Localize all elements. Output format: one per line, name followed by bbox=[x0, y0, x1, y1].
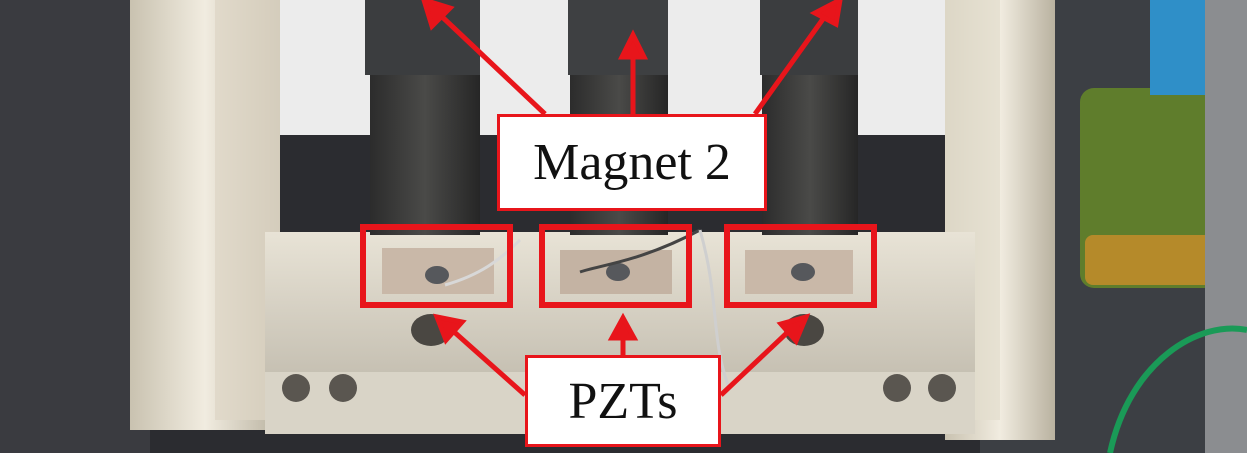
solder-left bbox=[425, 266, 449, 284]
screw-hole-4 bbox=[928, 374, 956, 402]
wire-left bbox=[444, 238, 522, 287]
arrowhead-magnet-middle bbox=[617, 29, 649, 60]
arrow-magnet-left bbox=[435, 10, 547, 116]
background-left bbox=[0, 0, 150, 453]
solder-right bbox=[791, 263, 815, 281]
solder-middle bbox=[606, 263, 630, 281]
magnet-middle bbox=[568, 0, 668, 75]
magnet-arrows bbox=[421, 0, 843, 116]
arrowhead-pzt-right bbox=[776, 313, 811, 346]
arrow-pzt-left bbox=[450, 328, 527, 397]
green-wire bbox=[1107, 325, 1247, 453]
pzt-arrows bbox=[433, 312, 811, 397]
pzts-label: PZTs bbox=[525, 355, 721, 447]
pzt-highlight-middle bbox=[539, 224, 692, 308]
arrow-pzt-right bbox=[719, 328, 792, 397]
battery-terminal bbox=[1085, 235, 1225, 285]
pzt-highlight-right bbox=[724, 224, 877, 308]
screw-hole-1 bbox=[282, 374, 310, 402]
pzts-label-text: PZTs bbox=[568, 372, 678, 430]
arrowhead-pzt-left bbox=[433, 313, 467, 345]
arrowhead-magnet-right bbox=[809, 0, 843, 28]
arrowhead-magnet-left bbox=[421, 0, 455, 31]
magnet-2-label: Magnet 2 bbox=[497, 114, 767, 211]
wire-lead bbox=[698, 229, 732, 391]
magnet-2-label-text: Magnet 2 bbox=[533, 134, 731, 191]
metal-post bbox=[1205, 0, 1247, 453]
screw-hole-3 bbox=[883, 374, 911, 402]
screw-hole-2 bbox=[329, 374, 357, 402]
wire-middle bbox=[579, 228, 701, 274]
arrowhead-pzt-middle bbox=[607, 312, 639, 341]
arrow-magnet-right bbox=[752, 10, 831, 116]
pzt-highlight-left bbox=[360, 224, 513, 308]
